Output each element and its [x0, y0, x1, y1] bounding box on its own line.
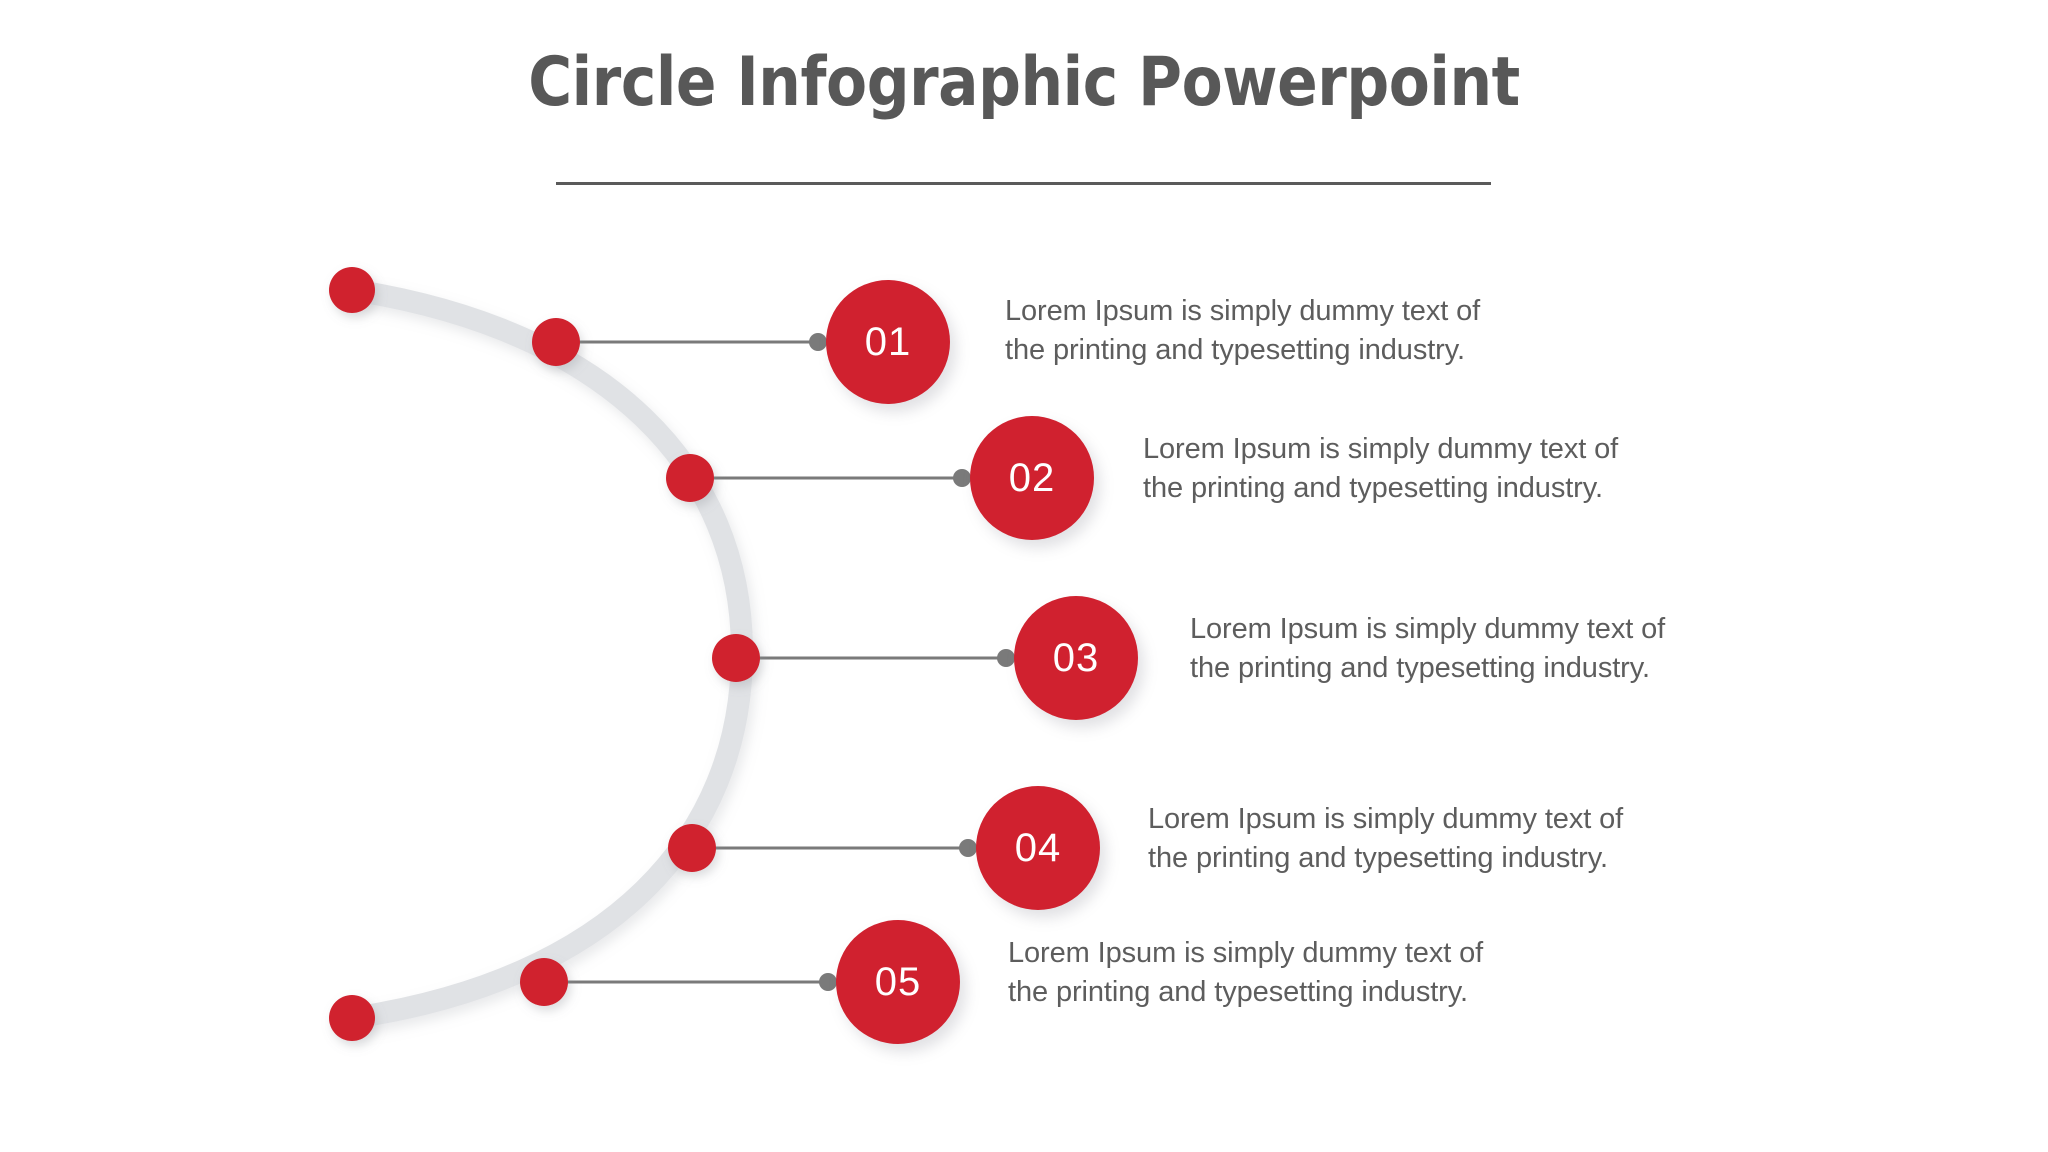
arc-node-dot-03[interactable]: [712, 634, 760, 682]
number-label-05: 05: [874, 959, 922, 1004]
connector-04: [692, 839, 977, 857]
connector-03: [736, 649, 1015, 667]
description-text-03: Lorem Ipsum is simply dummy text of the …: [1190, 613, 1666, 684]
description-text-04: Lorem Ipsum is simply dummy text of the …: [1148, 803, 1624, 874]
number-label-04: 04: [1014, 825, 1062, 870]
connector-05: [544, 973, 837, 991]
description-text-05: Lorem Ipsum is simply dummy text of the …: [1008, 937, 1484, 1008]
title-divider: [556, 182, 1491, 185]
number-label-01: 01: [864, 319, 912, 364]
number-badge-02[interactable]: 02: [970, 416, 1094, 540]
page-title: Circle Infographic Powerpoint: [528, 43, 1520, 122]
description-text-02: Lorem Ipsum is simply dummy text of the …: [1143, 433, 1619, 504]
number-label-03: 03: [1052, 635, 1100, 680]
arc-start-dot: [329, 267, 375, 313]
arc-node-dot-02[interactable]: [666, 454, 714, 502]
number-badge-03[interactable]: 03: [1014, 596, 1138, 720]
number-badge-01[interactable]: 01: [826, 280, 950, 404]
connector-01: [556, 333, 827, 351]
number-label-02: 02: [1008, 455, 1056, 500]
number-badge-04[interactable]: 04: [976, 786, 1100, 910]
number-badge-05[interactable]: 05: [836, 920, 960, 1044]
arc-path: [341, 279, 754, 1029]
connector-02: [690, 469, 971, 487]
arc-node-dot-05[interactable]: [520, 958, 568, 1006]
title-block: Circle Infographic Powerpoint: [0, 43, 2048, 122]
description-text-01: Lorem Ipsum is simply dummy text of the …: [1005, 295, 1481, 366]
arc-node-dot-04[interactable]: [668, 824, 716, 872]
arc-end-dot: [329, 995, 375, 1041]
arc-node-dot-01[interactable]: [532, 318, 580, 366]
